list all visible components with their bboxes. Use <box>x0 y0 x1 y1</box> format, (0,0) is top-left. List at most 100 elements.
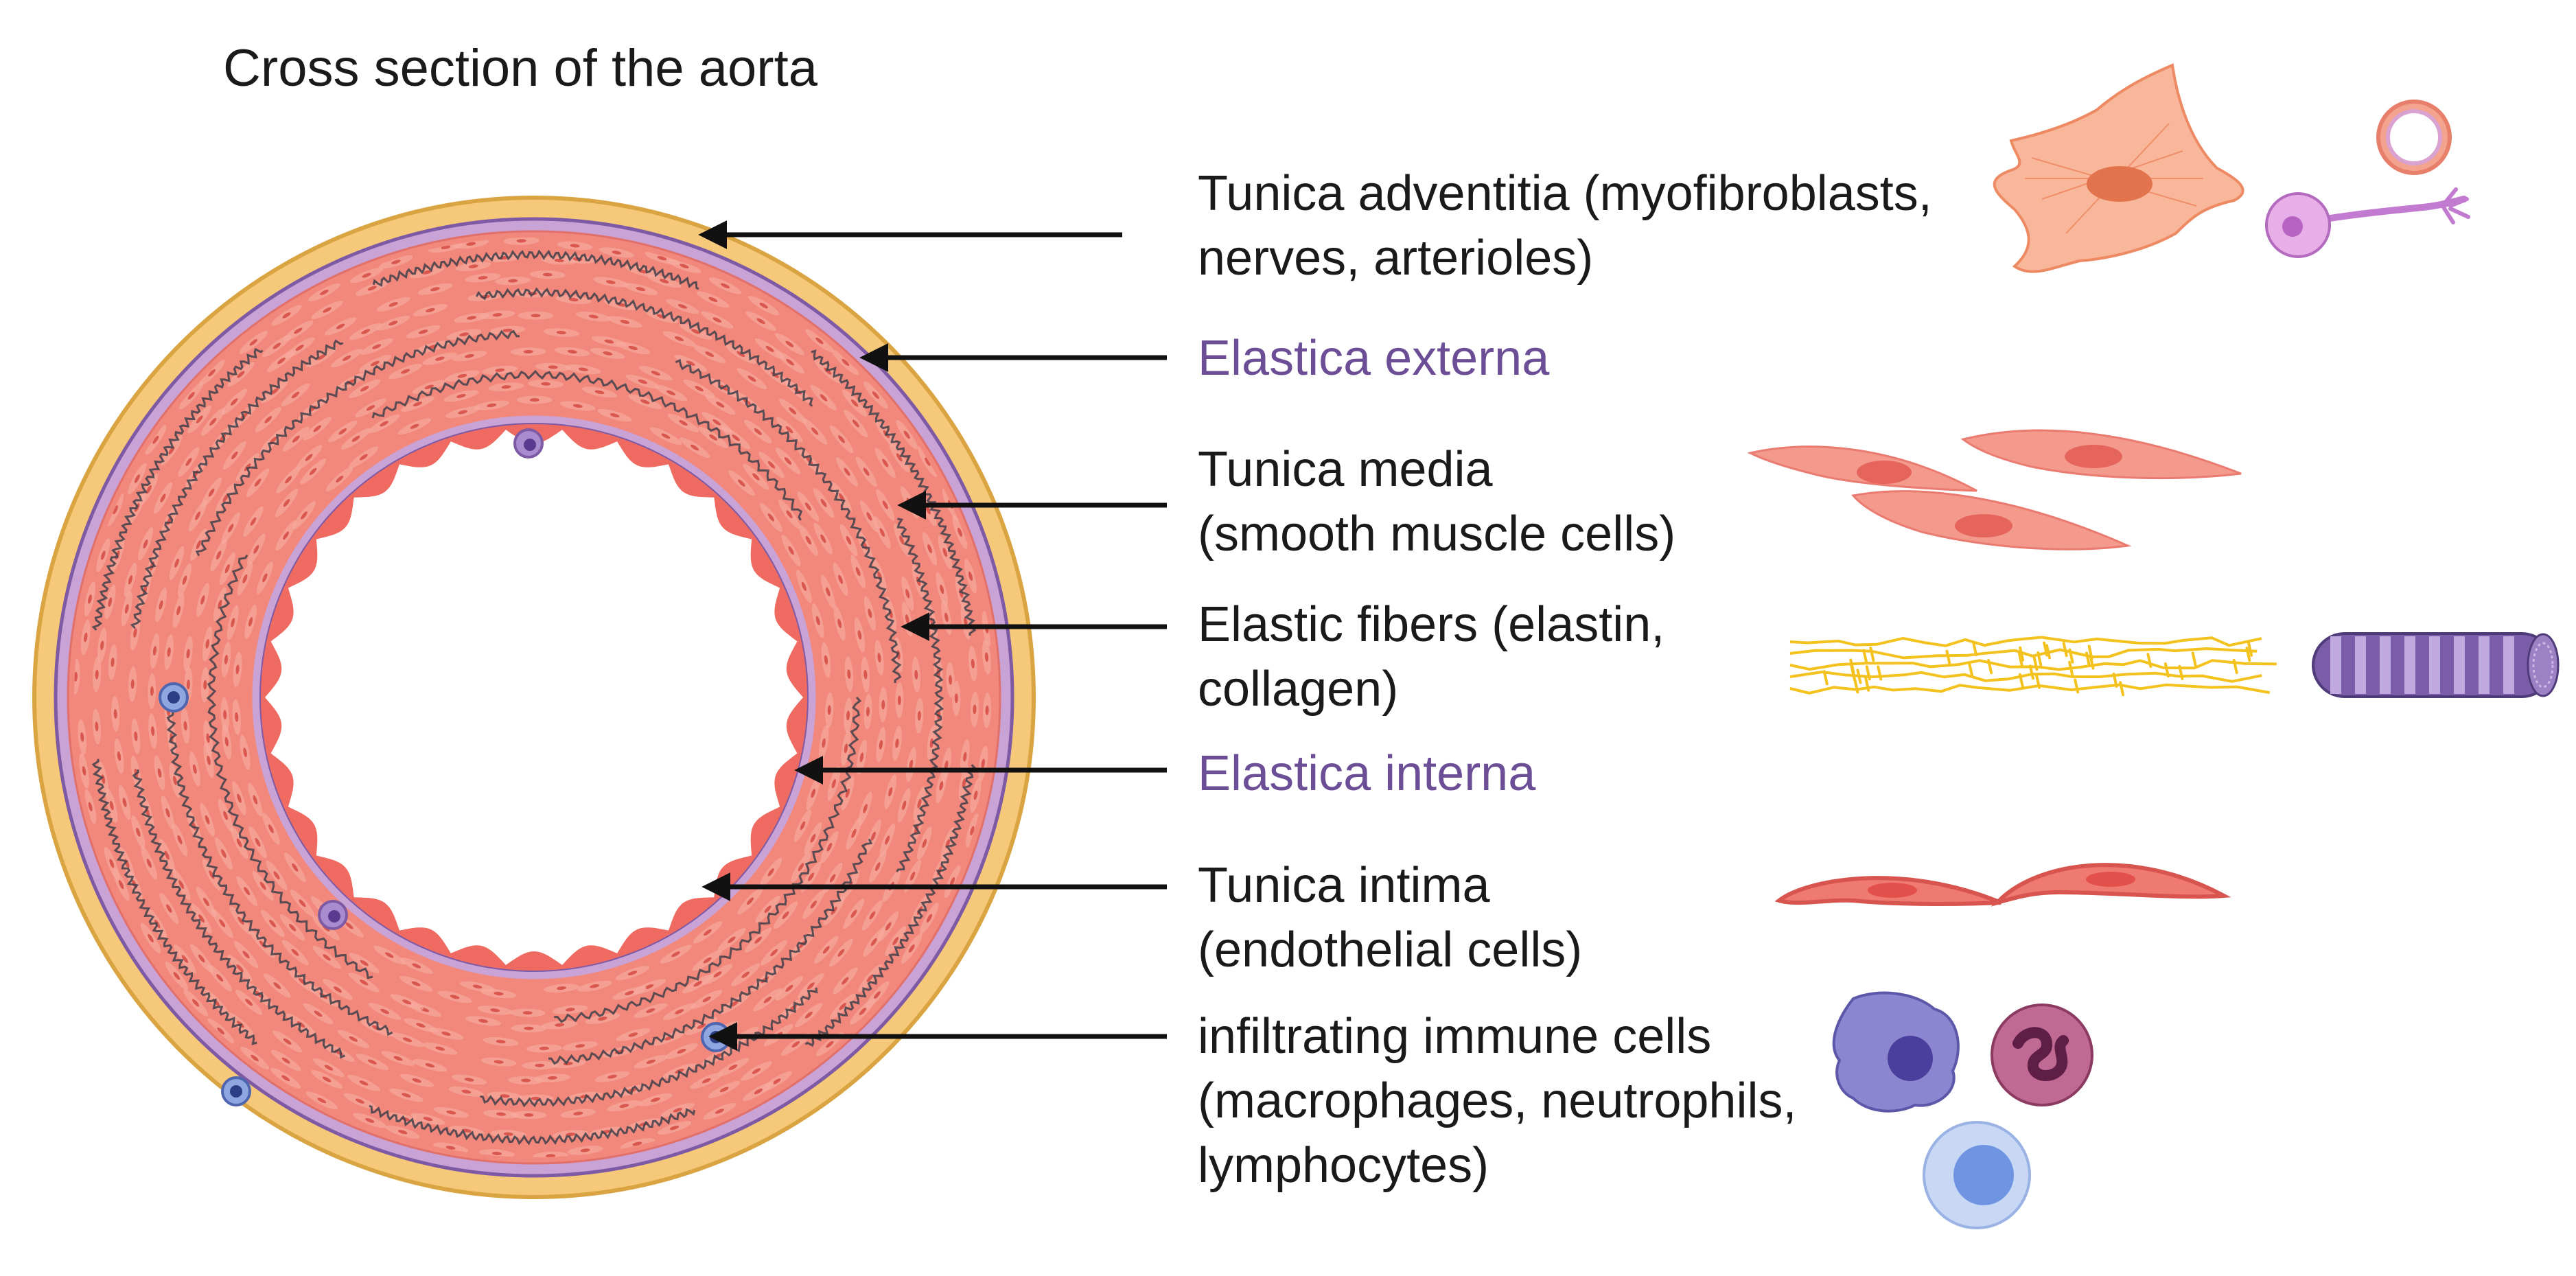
media-cell-nucleus <box>869 911 876 920</box>
media-cell-nucleus <box>361 329 371 334</box>
media-cell-nucleus <box>416 1023 426 1028</box>
media-cell-nucleus <box>176 605 181 616</box>
media-cell-nucleus <box>973 790 978 800</box>
media-cell-nucleus <box>588 314 599 318</box>
elastic-fiber <box>548 838 873 1065</box>
elastin-crosslink <box>2247 641 2253 657</box>
media-cell-nucleus <box>478 1019 488 1023</box>
media-cell-nucleus <box>446 1110 456 1115</box>
media-cell-nucleus <box>159 600 163 610</box>
media-cell-nucleus <box>223 811 229 820</box>
media-cell-nucleus <box>259 881 266 890</box>
media-cell-nucleus <box>268 824 274 833</box>
media-cell-nucleus <box>695 386 704 392</box>
media-cell-nucleus <box>704 929 712 936</box>
media-cell-nucleus <box>292 435 300 443</box>
media-cell-nucleus <box>679 420 688 426</box>
media-cell-nucleus <box>322 1076 332 1082</box>
media-cell-nucleus <box>763 996 772 1004</box>
elastin-crosslink <box>2068 660 2074 676</box>
media-cell-nucleus <box>152 646 157 656</box>
media-cell-nucleus <box>785 426 793 434</box>
media-cell-nucleus <box>323 954 331 961</box>
media-cell-nucleus <box>133 628 137 638</box>
media-cell-nucleus <box>95 669 99 680</box>
media-cell-nucleus <box>716 402 725 408</box>
media-cell-nucleus <box>423 1117 433 1122</box>
media-cell-nucleus <box>788 546 794 555</box>
media-cell-nucleus <box>117 751 121 761</box>
media-cell-nucleus <box>273 982 281 990</box>
media-cell-nucleus <box>285 476 292 484</box>
media-cell-nucleus <box>502 328 513 332</box>
media-cell-nucleus <box>445 1146 456 1150</box>
collagen-band <box>2404 636 2415 694</box>
media-cell-nucleus <box>465 353 474 358</box>
media-cell-nucleus <box>632 1141 642 1146</box>
media-cell-nucleus <box>186 649 190 659</box>
elastin-crosslink <box>1987 659 1993 675</box>
media-cell-nucleus <box>846 535 852 545</box>
media-cell-nucleus <box>503 1132 513 1136</box>
media-cell-texture <box>74 237 992 1157</box>
media-cell-nucleus <box>905 589 910 599</box>
media-cell-nucleus <box>297 1021 305 1028</box>
label-immune: infiltrating immune cells(macrophages, n… <box>1198 1004 1796 1198</box>
media-cell-nucleus <box>636 287 646 292</box>
media-cell-nucleus <box>944 612 949 623</box>
media-cell-nucleus <box>248 617 253 627</box>
media-cell-nucleus <box>208 488 215 497</box>
media-cell-nucleus <box>320 290 329 295</box>
media-cell-nucleus <box>253 545 259 554</box>
media-cell-nucleus <box>359 1080 369 1086</box>
media-cell-nucleus <box>264 416 272 424</box>
wall-immune-cell-nucleus <box>328 910 340 923</box>
media-cell-nucleus <box>82 766 86 776</box>
media-cell-nucleus <box>741 971 750 978</box>
elastic-fiber <box>130 339 344 629</box>
media-cell-nucleus <box>820 534 826 544</box>
myofibroblast-icon <box>1993 63 2244 273</box>
media-cell-nucleus <box>372 344 382 349</box>
media-cell-nucleus <box>756 318 765 325</box>
media-cell-nucleus <box>944 760 949 770</box>
media-cell-nucleus <box>501 385 511 389</box>
media-cell-nucleus <box>657 256 667 261</box>
media-cell-nucleus <box>798 863 804 872</box>
label-line: lymphocytes) <box>1198 1138 1489 1193</box>
media-cell-nucleus <box>288 924 297 931</box>
media-cell-nucleus <box>851 399 859 407</box>
elastin-crosslink <box>2037 651 2043 666</box>
elastin-crosslink <box>2245 647 2251 662</box>
media-cell-nucleus <box>196 540 201 550</box>
media-cell-nucleus <box>151 726 155 736</box>
media-cell-nucleus <box>801 581 807 591</box>
media-cell-nucleus <box>146 859 152 868</box>
media-cell-nucleus <box>422 270 432 275</box>
media-cell-nucleus <box>242 574 248 583</box>
media-cell-nucleus <box>317 354 326 360</box>
elastic-fiber <box>195 329 520 557</box>
media-cell-nucleus <box>719 1087 729 1093</box>
media-cell-nucleus <box>402 1037 413 1043</box>
media-cell-nucleus <box>366 405 375 411</box>
media-cell-nucleus <box>359 454 368 461</box>
media-cell-nucleus <box>183 721 187 731</box>
media-cell-nucleus <box>852 419 859 428</box>
elastic-fiber <box>896 518 944 872</box>
media-cell-nucleus <box>166 904 172 913</box>
media-cell-nucleus <box>283 1038 292 1045</box>
label-elastica-externa: Elastica externa <box>1198 326 1549 391</box>
collagen-band <box>2380 636 2391 694</box>
label-media: Tunica media(smooth muscle cells) <box>1198 437 1675 566</box>
media-cell-nucleus <box>478 276 488 280</box>
media-cell-nucleus <box>223 710 227 720</box>
label-line: collagen) <box>1198 662 1399 717</box>
media-cell-nucleus <box>767 868 774 877</box>
media-cell-nucleus <box>458 410 467 415</box>
media-cell-nucleus <box>764 905 771 914</box>
media-cell-nucleus <box>283 531 289 540</box>
media-cell-nucleus <box>826 1041 834 1048</box>
media-cell-nucleus <box>573 1111 583 1115</box>
